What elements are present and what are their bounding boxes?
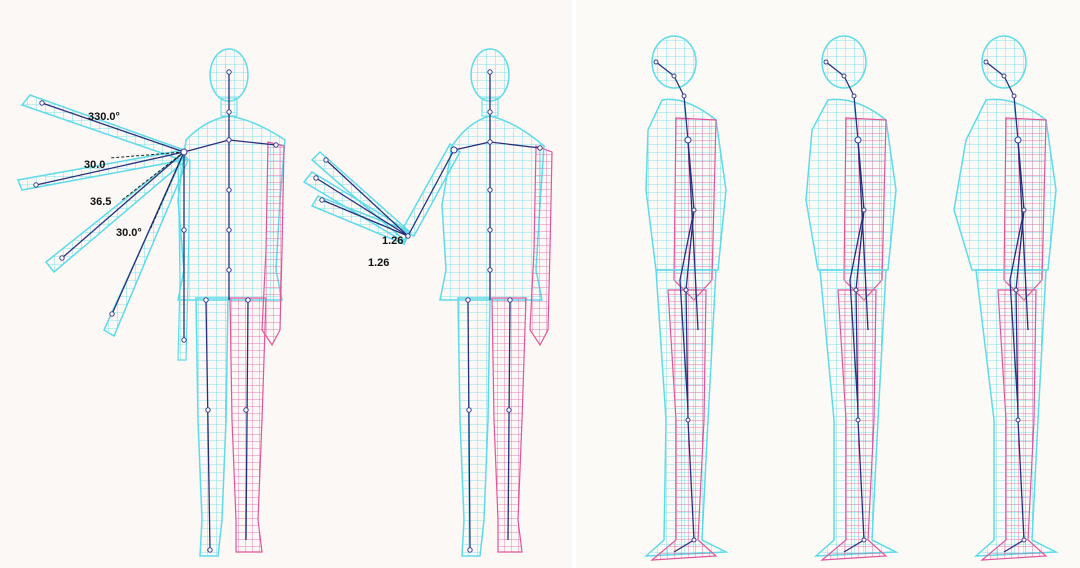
arm-sweep: [18, 95, 188, 336]
side-view-canvas: [576, 0, 1080, 568]
leg-left: [458, 298, 490, 556]
side-view-figure-large: [954, 36, 1056, 560]
length-label: 1.26: [368, 257, 389, 269]
front-view-figure-lengths: 1.26 1.26: [304, 49, 552, 556]
leg-left: [196, 298, 228, 556]
angle-label: 36.5: [90, 196, 111, 208]
angle-label: 30.0°: [116, 227, 142, 239]
angle-label: 30.0: [84, 159, 105, 171]
length-label: 1.26: [382, 235, 403, 247]
front-view-panel: 330.0° 30.0 36.5 30.0°: [0, 0, 572, 568]
front-view-canvas: 330.0° 30.0 36.5 30.0°: [0, 0, 572, 568]
side-view-panel: [576, 0, 1080, 568]
side-view-figure-medium: [806, 36, 896, 560]
side-view-figure-slim: [646, 36, 726, 560]
angle-label: 330.0°: [88, 111, 120, 123]
front-view-figure-angles: 330.0° 30.0 36.5 30.0°: [18, 49, 285, 556]
